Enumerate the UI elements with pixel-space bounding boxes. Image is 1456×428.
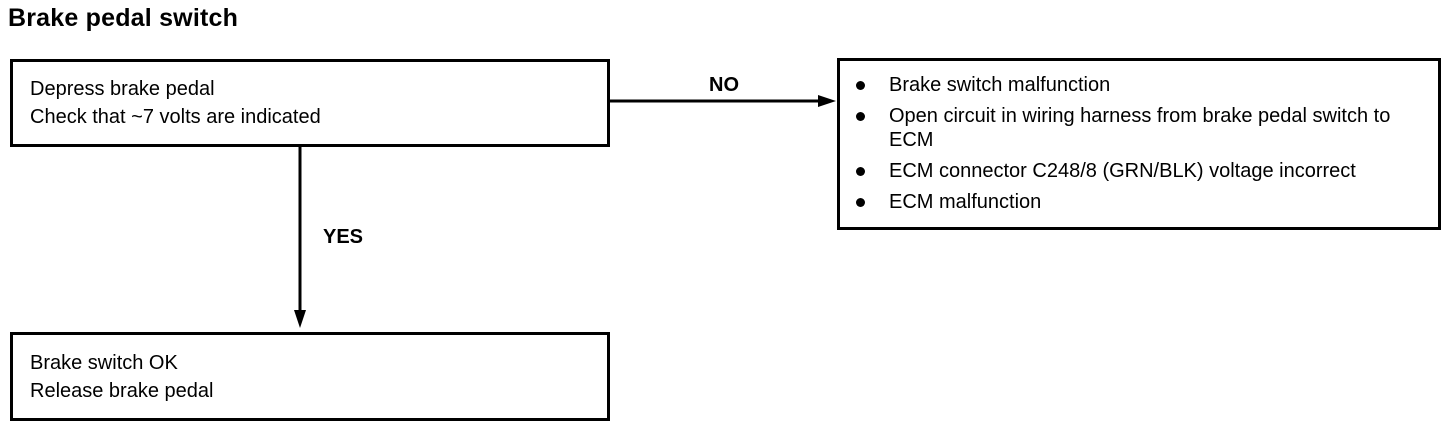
fault-cause-item: Brake switch malfunction <box>840 73 1438 97</box>
yes-arrowhead-icon <box>294 310 306 328</box>
bullet-icon <box>856 167 865 176</box>
no-arrowhead-icon <box>818 95 836 107</box>
result-ok-line-1: Brake switch OK <box>30 352 178 374</box>
check-step-line-1: Depress brake pedal <box>30 78 215 100</box>
diagram-title: Brake pedal switch <box>8 4 239 32</box>
fault-cause-text: Open circuit in wiring harness from brak… <box>889 105 1391 151</box>
fault-causes-box: Brake switch malfunction Open circuit in… <box>837 58 1441 230</box>
bullet-icon <box>856 112 865 121</box>
result-ok-box: Brake switch OK Release brake pedal <box>10 332 610 421</box>
fault-cause-text: ECM malfunction <box>889 191 1042 213</box>
no-branch-label: NO <box>709 74 739 96</box>
fault-cause-item: Open circuit in wiring harness from brak… <box>840 104 1438 152</box>
bullet-icon <box>856 81 865 90</box>
fault-cause-text: Brake switch malfunction <box>889 74 1111 96</box>
fault-cause-text: ECM connector C248/8 (GRN/BLK) voltage i… <box>889 160 1356 182</box>
bullet-icon <box>856 198 865 207</box>
check-step-box: Depress brake pedal Check that ~7 volts … <box>10 59 610 147</box>
fault-cause-item: ECM malfunction <box>840 190 1438 214</box>
fault-causes-list: Brake switch malfunction Open circuit in… <box>840 73 1438 214</box>
result-ok-line-2: Release brake pedal <box>30 380 214 402</box>
fault-cause-item: ECM connector C248/8 (GRN/BLK) voltage i… <box>840 159 1438 183</box>
check-step-line-2: Check that ~7 volts are indicated <box>30 106 321 128</box>
yes-branch-label: YES <box>323 226 364 248</box>
